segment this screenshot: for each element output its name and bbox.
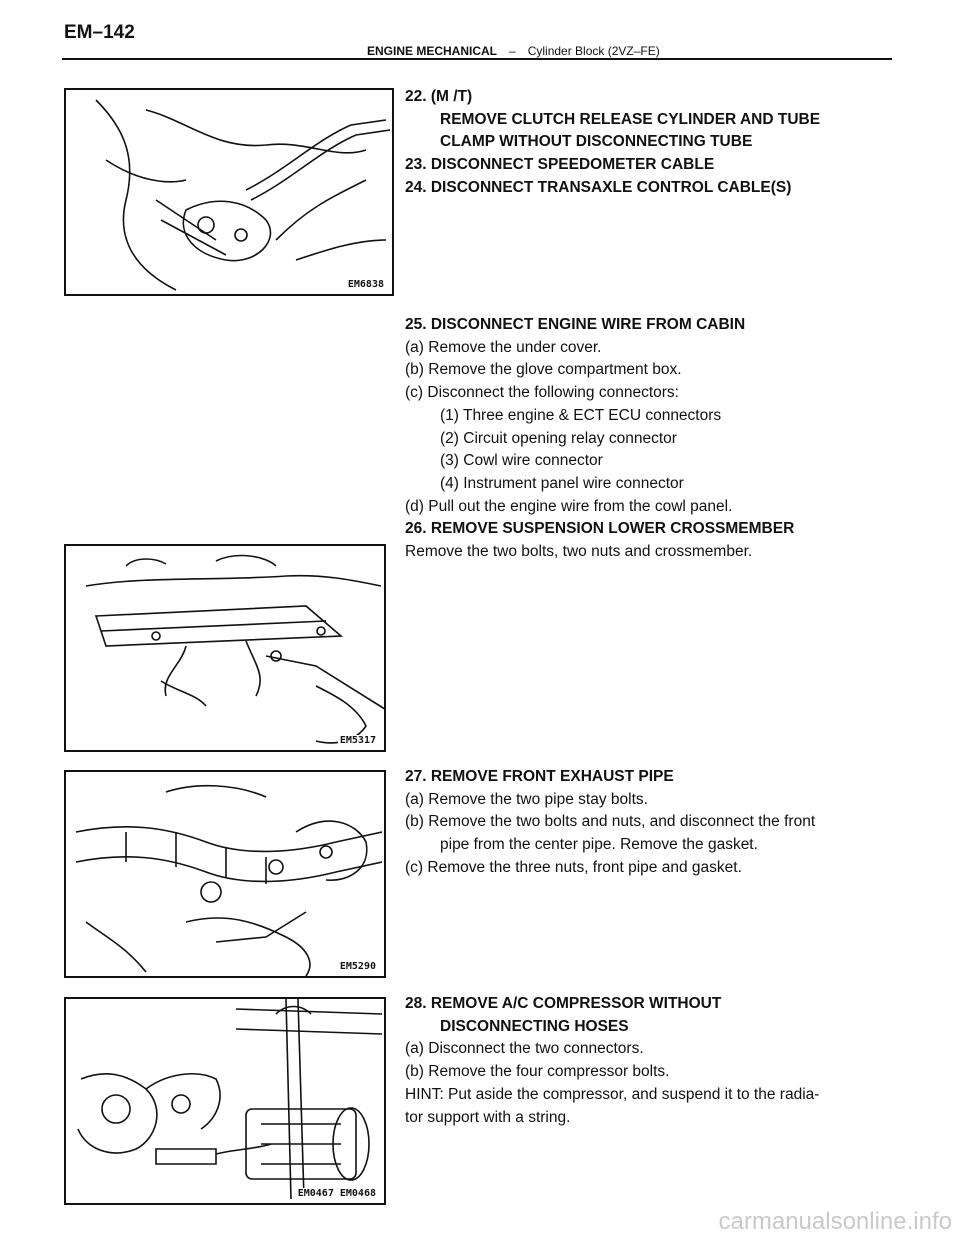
figure-code: EM0467 EM0468 (295, 1188, 378, 1199)
step-25-c-4: (4) Instrument panel wire connector (440, 474, 684, 492)
figure-ac-compressor: EM0467 EM0468 (64, 997, 386, 1205)
clutch-cylinder-illustration (95, 99, 391, 291)
exhaust-pipe-illustration (75, 784, 383, 976)
step-25-c-2: (2) Circuit opening relay connector (440, 429, 677, 447)
figure-code: EM5317 (337, 735, 378, 746)
section-separator: – (509, 44, 516, 58)
step-22-line-3: CLAMP WITHOUT DISCONNECTING TUBE (440, 133, 753, 151)
step-28-title-cont: DISCONNECTING HOSES (440, 1017, 629, 1035)
step-26-body: Remove the two bolts, two nuts and cross… (405, 543, 753, 561)
watermark: carmanualsonline.info (718, 1208, 952, 1235)
section-title: ENGINE MECHANICAL–Cylinder Block (2VZ–FE… (367, 44, 660, 58)
step-25-c-1: (1) Three engine & ECT ECU connectors (440, 406, 722, 424)
figure-front-exhaust-pipe: EM5290 (64, 770, 386, 978)
step-28-b: (b) Remove the four compressor bolts. (405, 1063, 670, 1081)
step-27: 27. REMOVE FRONT EXHAUST PIPE (a) Remove… (405, 766, 815, 880)
step-22-line-2: REMOVE CLUTCH RELEASE CYLINDER AND TUBE (440, 110, 821, 128)
header-rule (62, 58, 892, 60)
section-name: ENGINE MECHANICAL (367, 44, 498, 58)
subsection-name: Cylinder Block (2VZ–FE) (527, 44, 660, 58)
ac-compressor-illustration (77, 999, 383, 1200)
figure-lower-crossmember: EM5317 (64, 544, 386, 752)
step-27-b-cont: pipe from the center pipe. Remove the ga… (440, 836, 758, 854)
step-25-b: (b) Remove the glove compartment box. (405, 361, 682, 379)
step-22-title: 22. (M /T) (405, 88, 473, 105)
steps-22-24: 22. (M /T) REMOVE CLUTCH RELEASE CYLINDE… (405, 86, 820, 200)
step-24-title: 24. DISCONNECT TRANSAXLE CONTROL CABLE(S… (405, 178, 792, 196)
step-27-c: (c) Remove the three nuts, front pipe an… (405, 858, 742, 876)
step-28: 28. REMOVE A/C COMPRESSOR WITHOUT DISCON… (405, 993, 819, 1129)
step-28-hint-cont: tor support with a string. (405, 1108, 571, 1126)
step-26-title: 26. REMOVE SUSPENSION LOWER CROSSMEMBER (405, 520, 795, 538)
figure-code: EM6838 (345, 279, 386, 290)
figure-clutch-release-cylinder: EM6838 (64, 88, 394, 296)
crossmember-illustration (85, 554, 384, 744)
step-25-c: (c) Disconnect the following connectors: (405, 384, 679, 402)
step-25-d: (d) Pull out the engine wire from the co… (405, 497, 733, 515)
step-27-b: (b) Remove the two bolts and nuts, and d… (405, 813, 816, 831)
steps-25-26: 25. DISCONNECT ENGINE WIRE FROM CABIN (a… (405, 314, 794, 564)
step-25-a: (a) Remove the under cover. (405, 338, 602, 356)
figure-code: EM5290 (337, 961, 378, 972)
step-28-hint: HINT: Put aside the compressor, and susp… (405, 1085, 820, 1103)
step-23-title: 23. DISCONNECT SPEEDOMETER CABLE (405, 156, 715, 174)
step-25-c-3: (3) Cowl wire connector (440, 452, 603, 470)
step-28-title: 28. REMOVE A/C COMPRESSOR WITHOUT (405, 995, 722, 1012)
page-number: EM–142 (64, 22, 135, 43)
step-27-title: 27. REMOVE FRONT EXHAUST PIPE (405, 768, 674, 785)
step-28-a: (a) Disconnect the two connectors. (405, 1040, 644, 1058)
step-27-a: (a) Remove the two pipe stay bolts. (405, 790, 648, 808)
step-25-title: 25. DISCONNECT ENGINE WIRE FROM CABIN (405, 316, 746, 333)
